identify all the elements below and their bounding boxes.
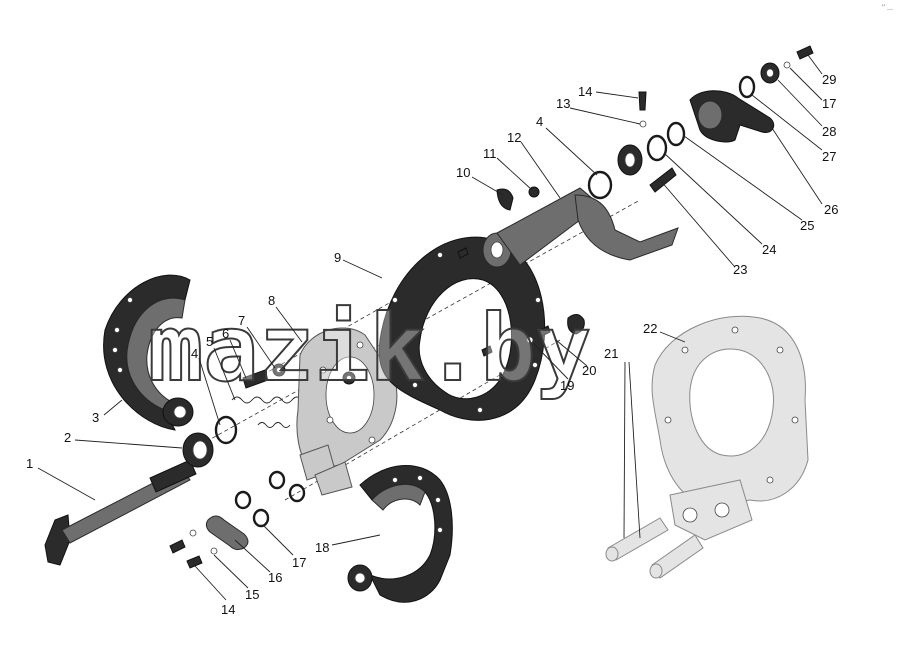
callout-6: 6	[222, 326, 229, 341]
callout-14-upper: 14	[578, 84, 592, 99]
callout-15: 15	[245, 587, 259, 602]
part-washer-7	[272, 363, 286, 377]
part-ring-24	[646, 134, 668, 162]
callout-18: 18	[315, 540, 329, 555]
callout-17-lower: 17	[292, 555, 306, 570]
callout-27: 27	[822, 149, 836, 164]
callout-11: 11	[483, 146, 497, 161]
part-bearing-28	[760, 62, 780, 84]
callout-26: 26	[824, 202, 838, 217]
part-bolt-8	[342, 371, 356, 385]
part-brake-shoe-lower	[347, 465, 453, 603]
part-cap-20	[567, 314, 585, 335]
part-ring-27	[738, 75, 756, 99]
callout-numbers: 1 2 3 4 4 5 6 7 8 9 10 11 12 13 14 14 15…	[26, 72, 838, 617]
callout-14-lower: 14	[221, 602, 235, 617]
part-washer-13	[639, 120, 647, 128]
part-pin-19	[526, 325, 551, 344]
part-brake-spider	[651, 315, 809, 541]
part-brake-shoe-upper	[103, 274, 194, 431]
callout-20: 20	[582, 363, 596, 378]
part-camshaft	[44, 459, 197, 566]
callout-2: 2	[64, 430, 71, 445]
part-washer-15	[210, 547, 218, 555]
callout-12: 12	[507, 130, 521, 145]
callout-21: 21	[604, 346, 618, 361]
callout-10: 10	[456, 165, 470, 180]
callout-17-upper: 17	[822, 96, 836, 111]
callout-22: 22	[643, 321, 657, 336]
callout-5: 5	[206, 334, 213, 349]
part-lock-plate-16	[205, 515, 249, 551]
part-ring-25	[666, 121, 686, 147]
part-ring-upper	[587, 170, 613, 200]
leader-lines	[37, 54, 823, 601]
callout-23: 23	[733, 262, 747, 277]
part-spring-lower	[231, 396, 303, 428]
callout-4-upper: 4	[536, 114, 543, 129]
callout-29: 29	[822, 72, 836, 87]
callout-9: 9	[334, 250, 341, 265]
part-slack-adjuster	[689, 90, 775, 143]
callout-24: 24	[762, 242, 776, 257]
part-dust-shield	[378, 236, 546, 421]
callout-25: 25	[800, 218, 814, 233]
part-rings-17-lower	[234, 470, 306, 528]
callout-3: 3	[92, 410, 99, 425]
part-bolt-29	[796, 45, 814, 60]
part-carrier	[296, 327, 398, 496]
part-ring-lower	[214, 415, 238, 445]
callout-16: 16	[268, 570, 282, 585]
callout-8: 8	[268, 293, 275, 308]
part-bolt-lower-left	[169, 529, 197, 554]
part-seal	[182, 432, 214, 468]
part-clip-10	[496, 188, 514, 211]
callout-1: 1	[26, 456, 33, 471]
part-screw-14-top	[638, 91, 647, 111]
corner-mark: ʻʼ ...	[882, 4, 893, 12]
watermark: mazik.by	[148, 295, 591, 402]
part-bolt-6	[242, 369, 269, 389]
part-small-bolts-center	[457, 247, 493, 357]
part-adjuster-bracket	[617, 144, 677, 193]
callout-4-lower: 4	[191, 346, 198, 361]
part-screw-14-lower	[186, 555, 203, 569]
part-cam-bracket	[482, 187, 679, 268]
part-anchor-pins	[605, 517, 704, 579]
part-washer-17-upper	[783, 61, 791, 69]
callout-13: 13	[556, 96, 570, 111]
callout-19: 19	[560, 378, 574, 393]
callout-28: 28	[822, 124, 836, 139]
callout-7: 7	[238, 313, 245, 328]
